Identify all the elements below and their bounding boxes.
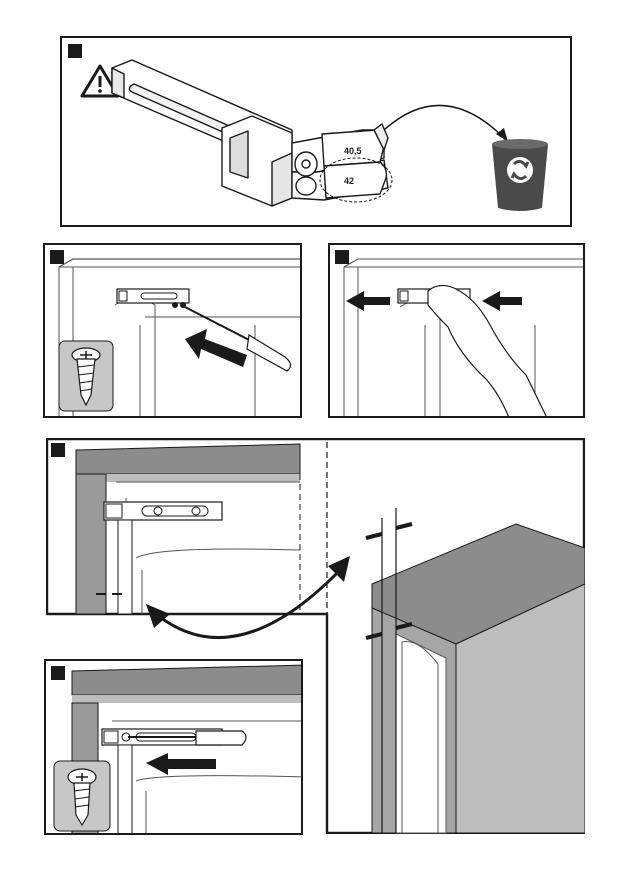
- panel-2-drawing: [45, 245, 302, 418]
- step-marker-3: [335, 250, 349, 264]
- panel-5-drawing: [46, 661, 303, 835]
- panel-1-hinge-detail: 40,5 42: [60, 36, 572, 227]
- slide-arrow-right: [482, 291, 522, 311]
- step-marker-1: [68, 44, 82, 58]
- screw-inset: [59, 341, 113, 411]
- hand: [428, 285, 548, 418]
- panel-1-drawing: 40,5 42: [62, 38, 572, 227]
- recycle-bin-icon: [492, 139, 548, 211]
- step-marker-2: [50, 250, 64, 264]
- panel-5-fasten-screw: [44, 659, 303, 835]
- hinge-pin-lower: [324, 162, 386, 198]
- panel-3-drawing: [330, 245, 585, 418]
- panel-3-slide-bracket: [328, 243, 585, 418]
- step-marker-4: [51, 443, 65, 457]
- bracket-label-upper: 40,5: [344, 146, 362, 156]
- screw-inset: [54, 761, 110, 831]
- bracket-label-lower: 42: [344, 176, 354, 186]
- step-marker-5: [51, 666, 65, 680]
- hinge-pin-upper: [322, 124, 388, 166]
- discard-arrow: [384, 105, 502, 136]
- push-arrow: [146, 753, 216, 775]
- panel-2-remove-screws: [43, 243, 302, 418]
